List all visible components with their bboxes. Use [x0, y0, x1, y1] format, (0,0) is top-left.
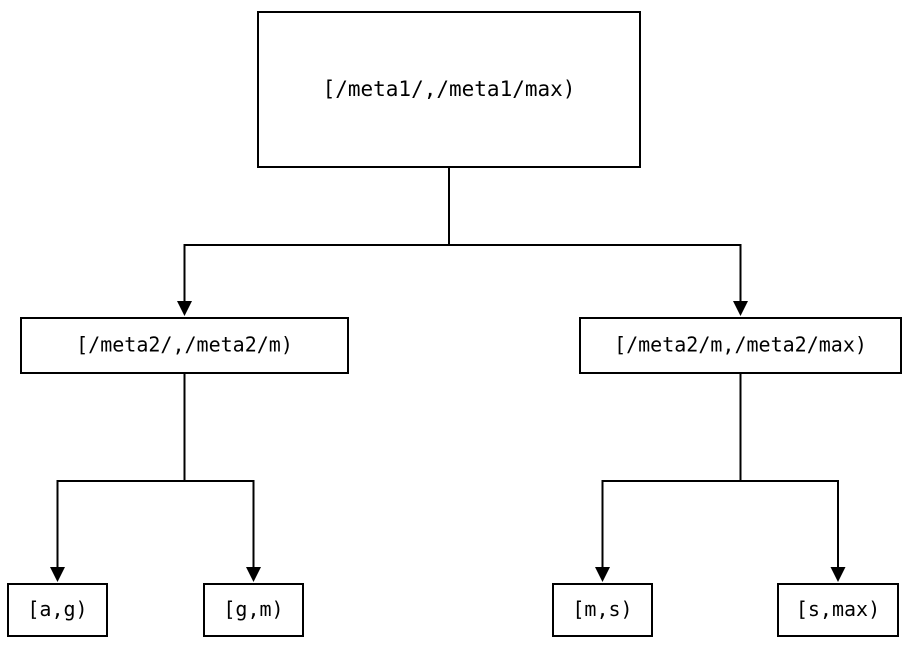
- node-root-label: [/meta1/,/meta1/max): [323, 77, 576, 101]
- node-leaf-s-max-label: [s,max): [796, 597, 880, 621]
- node-leaf-g-m-label: [g,m): [223, 597, 283, 621]
- edge-layer: [50, 167, 846, 582]
- node-leaf-g-m-box[interactable]: [202, 582, 305, 638]
- edge-root-mid-left-arrowhead-icon: [177, 301, 192, 316]
- node-leaf-g-m[interactable]: [g,m): [202, 582, 305, 638]
- node-root-box[interactable]: [256, 10, 642, 169]
- node-leaf-s-max[interactable]: [s,max): [776, 582, 900, 638]
- edge-midleft-leaf-ag: [50, 373, 186, 582]
- node-mid-left-label: [/meta2/,/meta2/m): [76, 333, 293, 357]
- edge-midleft-leaf-ag-arrowhead-icon: [50, 567, 65, 582]
- edge-midright-leaf-smax-line: [739, 373, 840, 567]
- edge-midright-leaf-ms: [595, 373, 742, 582]
- node-leaf-a-g-label: [a,g): [27, 597, 87, 621]
- edge-midleft-leaf-gm-arrowhead-icon: [246, 567, 261, 582]
- edge-root-mid-right-arrowhead-icon: [733, 301, 748, 316]
- node-mid-left-box[interactable]: [19, 316, 350, 375]
- node-mid-right-box[interactable]: [578, 316, 903, 375]
- edge-midleft-leaf-ag-line: [56, 373, 186, 567]
- node-root[interactable]: [/meta1/,/meta1/max): [256, 10, 642, 169]
- edge-midright-leaf-smax: [739, 373, 846, 582]
- edge-midright-leaf-ms-arrowhead-icon: [595, 567, 610, 582]
- node-leaf-a-g-box[interactable]: [6, 582, 109, 638]
- node-mid-right[interactable]: [/meta2/m,/meta2/max): [578, 316, 903, 375]
- node-mid-left[interactable]: [/meta2/,/meta2/m): [19, 316, 350, 375]
- node-leaf-a-g[interactable]: [a,g): [6, 582, 109, 638]
- edge-root-mid-right-line: [447, 167, 742, 301]
- node-leaf-m-s[interactable]: [m,s): [551, 582, 654, 638]
- node-leaf-s-max-box[interactable]: [776, 582, 900, 638]
- edge-root-mid-left-line: [183, 167, 451, 301]
- edge-midright-leaf-ms-line: [601, 373, 742, 567]
- edge-midleft-leaf-gm-line: [183, 373, 255, 567]
- node-layer: [/meta1/,/meta1/max) [/meta2/,/meta2/m) …: [6, 10, 903, 638]
- edge-midleft-leaf-gm: [183, 373, 261, 582]
- node-leaf-m-s-label: [m,s): [572, 597, 632, 621]
- edge-root-mid-right: [447, 167, 748, 316]
- node-leaf-m-s-box[interactable]: [551, 582, 654, 638]
- node-mid-right-label: [/meta2/m,/meta2/max): [614, 333, 867, 357]
- edge-midright-leaf-smax-arrowhead-icon: [830, 567, 846, 582]
- edge-root-mid-left: [177, 167, 451, 316]
